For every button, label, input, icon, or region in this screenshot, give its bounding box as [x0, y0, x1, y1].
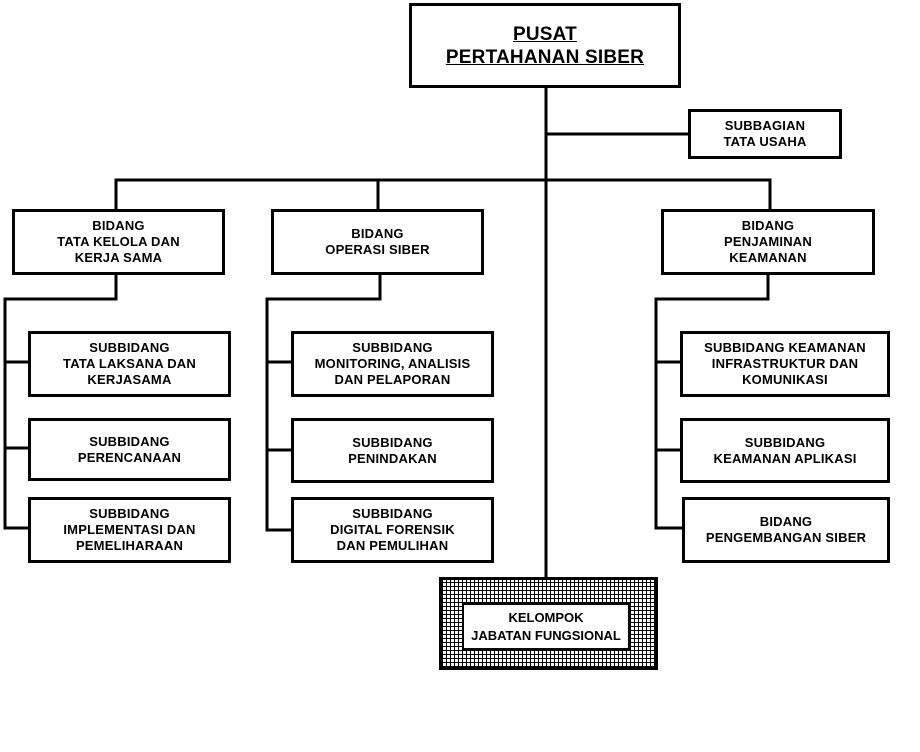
unit-label: SUBBIDANG DIGITAL FORENSIK DAN PEMULIHAN [330, 506, 455, 553]
unit-label: BIDANG PENGEMBANGAN SIBER [705, 514, 867, 545]
unit-label: SUBBIDANG TATA LAKSANA DAN KERJASAMA [63, 340, 196, 387]
subbagian-tata-usaha-box: SUBBAGIAN TATA USAHA [688, 109, 842, 159]
unit-label: SUBBIDANG KEAMANAN INFRASTRUKTUR DAN KOM… [704, 340, 866, 387]
division-label: BIDANG OPERASI SIBER [325, 226, 430, 257]
unit-box: SUBBIDANG KEAMANAN INFRASTRUKTUR DAN KOM… [680, 331, 890, 397]
pusat-title: PUSAT PERTAHANAN SIBER [445, 23, 645, 68]
unit-label: SUBBIDANG PERENCANAAN [77, 433, 182, 465]
division-box-tata-kelola: BIDANG TATA KELOLA DAN KERJA SAMA [12, 209, 225, 275]
unit-label: SUBBIDANG KEAMANAN APLIKASI [713, 434, 857, 466]
unit-box: SUBBIDANG PENINDAKAN [291, 418, 494, 483]
unit-box: SUBBIDANG PERENCANAAN [28, 418, 231, 481]
unit-box: BIDANG PENGEMBANGAN SIBER [682, 497, 890, 563]
kelompok-jabatan-fungsional-label: KELOMPOK JABATAN FUNGSIONAL [471, 609, 621, 643]
unit-box: SUBBIDANG KEAMANAN APLIKASI [680, 418, 890, 483]
unit-box: SUBBIDANG DIGITAL FORENSIK DAN PEMULIHAN [291, 497, 494, 563]
unit-box: SUBBIDANG TATA LAKSANA DAN KERJASAMA [28, 331, 231, 397]
division-label: BIDANG TATA KELOLA DAN KERJA SAMA [57, 218, 180, 265]
subbagian-tata-usaha-label: SUBBAGIAN TATA USAHA [723, 118, 807, 149]
division-box-operasi-siber: BIDANG OPERASI SIBER [271, 209, 484, 275]
unit-box: SUBBIDANG MONITORING, ANALISIS DAN PELAP… [291, 331, 494, 397]
kelompok-jabatan-fungsional-box: KELOMPOK JABATAN FUNGSIONAL [462, 603, 630, 650]
division-box-penjaminan-keamanan: BIDANG PENJAMINAN KEAMANAN [661, 209, 875, 275]
pusat-box: PUSAT PERTAHANAN SIBER [409, 3, 681, 88]
unit-label: SUBBIDANG MONITORING, ANALISIS DAN PELAP… [314, 340, 471, 387]
unit-box: SUBBIDANG IMPLEMENTASI DAN PEMELIHARAAN [28, 497, 231, 563]
unit-label: SUBBIDANG IMPLEMENTASI DAN PEMELIHARAAN [63, 506, 196, 553]
unit-label: SUBBIDANG PENINDAKAN [348, 434, 437, 466]
division-label: BIDANG PENJAMINAN KEAMANAN [724, 218, 812, 265]
